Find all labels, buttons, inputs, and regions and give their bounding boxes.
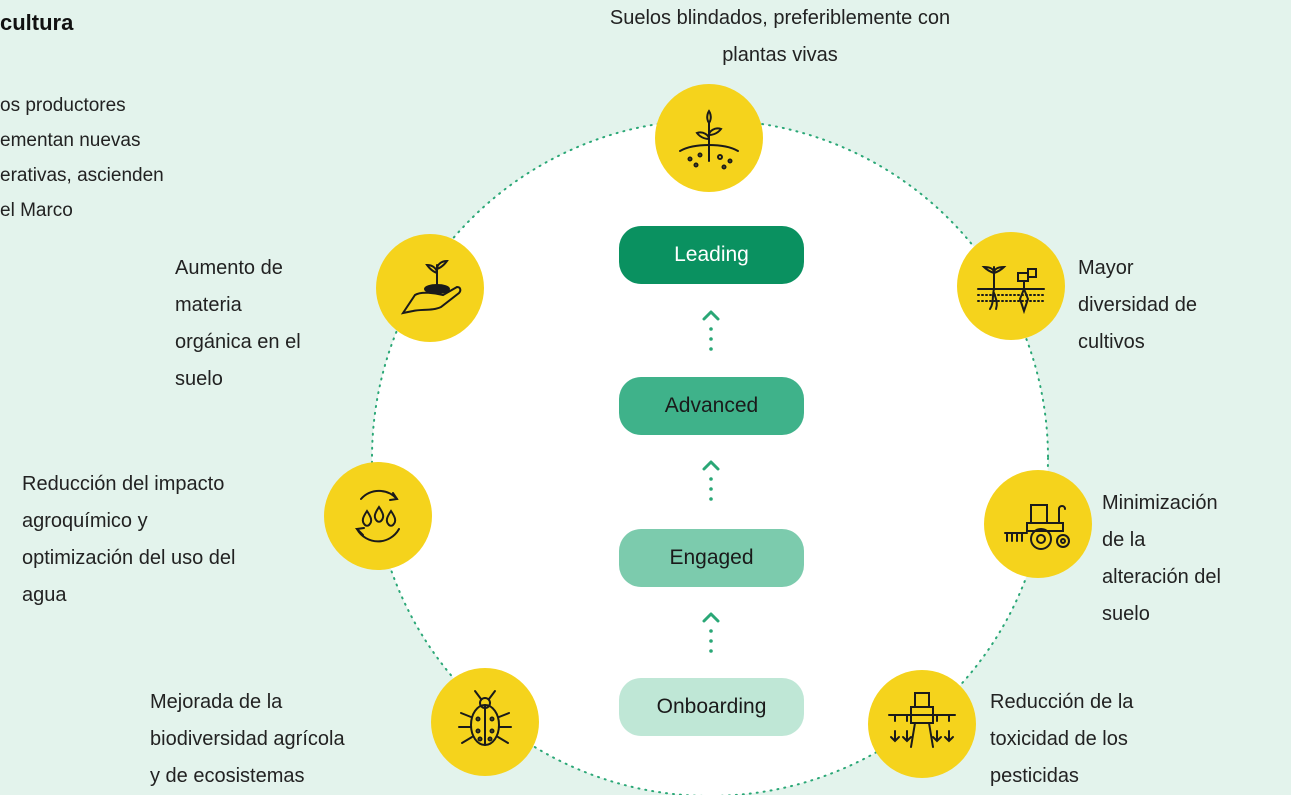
level-onboarding: Onboarding: [619, 678, 804, 736]
level-leading: Leading: [619, 226, 804, 284]
progress-arrow-up-icon: [702, 310, 720, 351]
label-crop-diversity: Mayor diversidad de cultivos: [1078, 257, 1197, 353]
crop-diversity-icon: [957, 232, 1065, 340]
intro-line: el Marco: [0, 200, 73, 221]
water-cycle-icon: [324, 462, 432, 570]
page-title: cultura: [0, 10, 74, 35]
tractor-icon: [984, 470, 1092, 578]
level-engaged: Engaged: [619, 529, 804, 587]
intro-text: os productores ementan nuevas erativas, …: [0, 88, 164, 228]
label-agrochemical: Reducción del impacto agroquímico y opti…: [22, 473, 236, 606]
label-organic-matter: Aumento de materia orgánica en el suelo: [175, 257, 301, 390]
level-advanced: Advanced: [619, 377, 804, 435]
hand-seedling-icon: [376, 234, 484, 342]
label-biodiversity: Mejorada de la biodiversidad agrícola y …: [150, 691, 345, 787]
intro-line: os productores: [0, 95, 126, 116]
label-soil-cover: Suelos blindados, preferiblemente con pl…: [609, 7, 951, 66]
beetle-icon: [431, 668, 539, 776]
intro-line: erativas, ascienden: [0, 165, 164, 186]
progress-arrow-up-icon: [702, 460, 720, 501]
sprout-soil-icon: [655, 84, 763, 192]
progress-arrow-up-icon: [702, 612, 720, 653]
intro-line: ementan nuevas: [0, 130, 141, 151]
label-tillage: Minimización de la alteración del suelo: [1102, 492, 1221, 625]
label-pesticides: Reducción de la toxicidad de los pestici…: [990, 691, 1134, 787]
sprayer-icon: [868, 670, 976, 778]
